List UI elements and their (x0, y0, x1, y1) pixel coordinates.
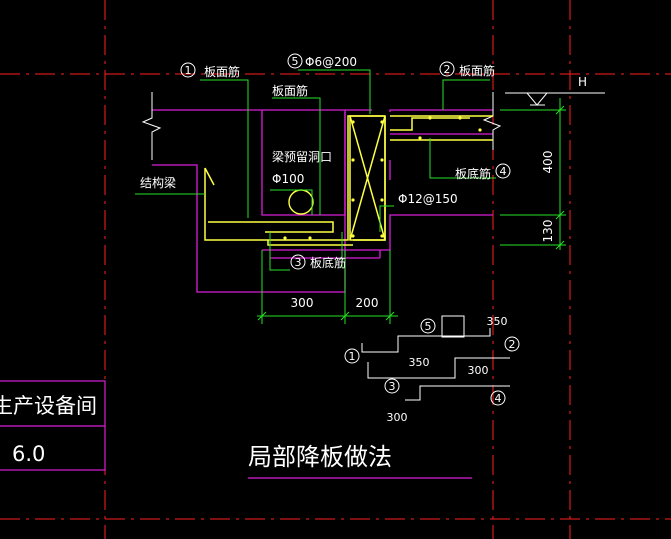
label-top-left: 板面筋 (204, 64, 240, 79)
label-stirrup: Φ12@150 (398, 192, 458, 206)
room-name: 生产设备间 (0, 394, 97, 418)
marker-number: 5 (292, 55, 299, 68)
dimension-lines (257, 98, 566, 324)
label-reserved-hole: 梁预留洞口 (272, 149, 332, 164)
stirrup-shape (441, 315, 465, 338)
marker-number: 1 (185, 64, 192, 77)
marker-circle (495, 163, 511, 179)
marker-number: 4 (500, 165, 507, 178)
label-bottom-right: 板底筋 (455, 166, 491, 181)
bar-shape-detail: 5 1 2 3 4 350 350 300 300 (344, 315, 520, 424)
marker-number: 5 (425, 320, 432, 333)
marker-number: 2 (509, 338, 516, 351)
bar-shape (361, 328, 491, 353)
room-elevation: 6.0 (12, 442, 45, 466)
marker-circle (180, 62, 196, 78)
bar-dimension: 350 (409, 356, 430, 369)
marker-circle (504, 336, 520, 352)
marker-number: 2 (444, 63, 451, 76)
marker-circle (420, 318, 436, 334)
rebar-dots (283, 116, 482, 240)
bar-shape (405, 385, 510, 401)
label-top-center: Φ6@200 (305, 55, 357, 69)
bar-dimension: 300 (468, 364, 489, 377)
rebar-lines (204, 115, 493, 246)
label-mid-top: 板面筋 (272, 83, 308, 98)
reserved-hole-circle (288, 189, 314, 215)
marker-circle (290, 254, 306, 270)
label-elevation: H (578, 75, 587, 89)
marker-circle (384, 378, 400, 394)
bar-dimension: 350 (487, 315, 508, 328)
break-symbol (141, 92, 502, 160)
bar-dimension: 300 (387, 411, 408, 424)
label-bottom: 板底筋 (310, 255, 346, 270)
bar-shape (367, 357, 510, 379)
dimension-text: 400 (541, 151, 555, 174)
dimension-text: 130 (541, 220, 555, 243)
marker-number: 3 (295, 256, 302, 269)
marker-circle (490, 390, 506, 406)
elevation-marker (505, 92, 605, 106)
label-top-right: 板面筋 (459, 63, 495, 78)
label-beam: 结构梁 (140, 175, 176, 190)
marker-number: 4 (495, 392, 502, 405)
drawing-title: 局部降板做法 (248, 443, 392, 471)
label-hole-dia: Φ100 (272, 172, 304, 186)
marker-circle (439, 61, 455, 77)
marker-number: 1 (349, 350, 356, 363)
dimension-text: 300 (291, 296, 314, 310)
marker-circle (287, 53, 303, 69)
marker-number: 3 (389, 380, 396, 393)
marker-circle (344, 348, 360, 364)
room-tag: 生产设备间 6.0 (0, 380, 106, 471)
drawing-labels: 1 板面筋 5 Φ6@200 2 板面筋 板面筋 梁预留洞口 Φ100 结构梁 … (140, 53, 587, 310)
dimension-text: 200 (356, 296, 379, 310)
leader-lines (135, 69, 496, 271)
